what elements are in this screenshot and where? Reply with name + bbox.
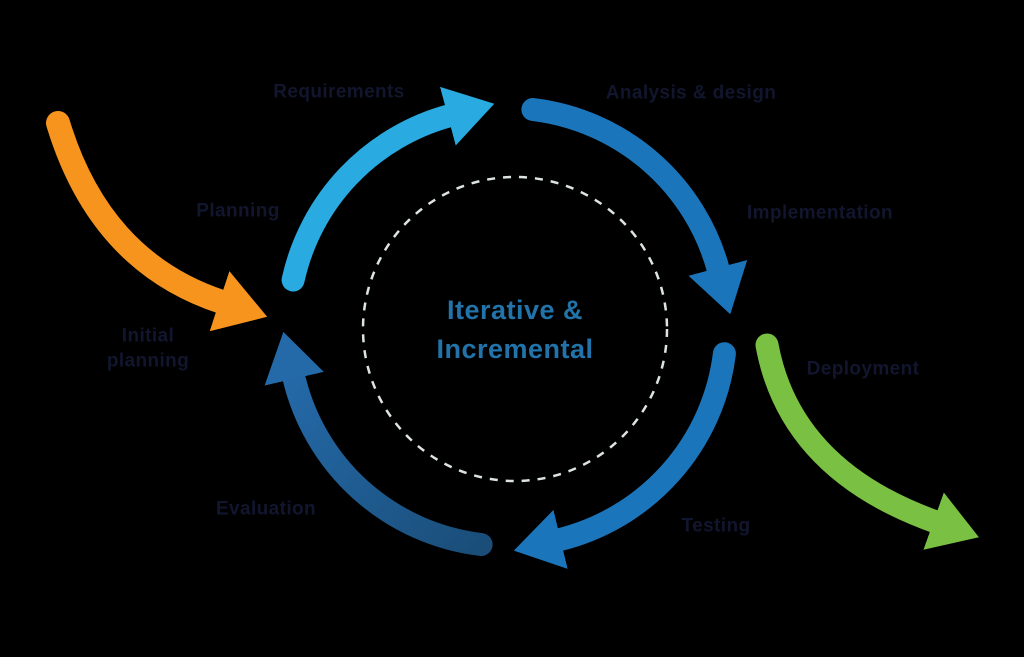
cycle-arc-evaluation (264, 331, 493, 556)
label-implementation: Implementation (746, 202, 894, 224)
cycle-arc-testing (513, 342, 736, 569)
center-caption-line1: Iterative & (446, 294, 584, 325)
dashed-inner-circle (361, 175, 669, 483)
exit-arrow (755, 333, 979, 550)
entry-arrow (46, 111, 268, 332)
center-caption-line2: Incremental (436, 334, 594, 364)
label-initial-planning: Initial planning (106, 325, 190, 371)
label-deployment: Deployment (806, 358, 920, 380)
center-caption: Iterative & Incremental (436, 291, 593, 369)
label-analysis-design: Analysis & design (605, 82, 777, 104)
label-testing: Testing (681, 515, 751, 537)
cycle-arc-implementation (521, 98, 748, 315)
cycle-arc-requirements (281, 86, 495, 292)
label-planning: Planning (196, 200, 280, 222)
label-evaluation: Evaluation (215, 498, 317, 520)
label-requirements: Requirements (273, 81, 405, 103)
